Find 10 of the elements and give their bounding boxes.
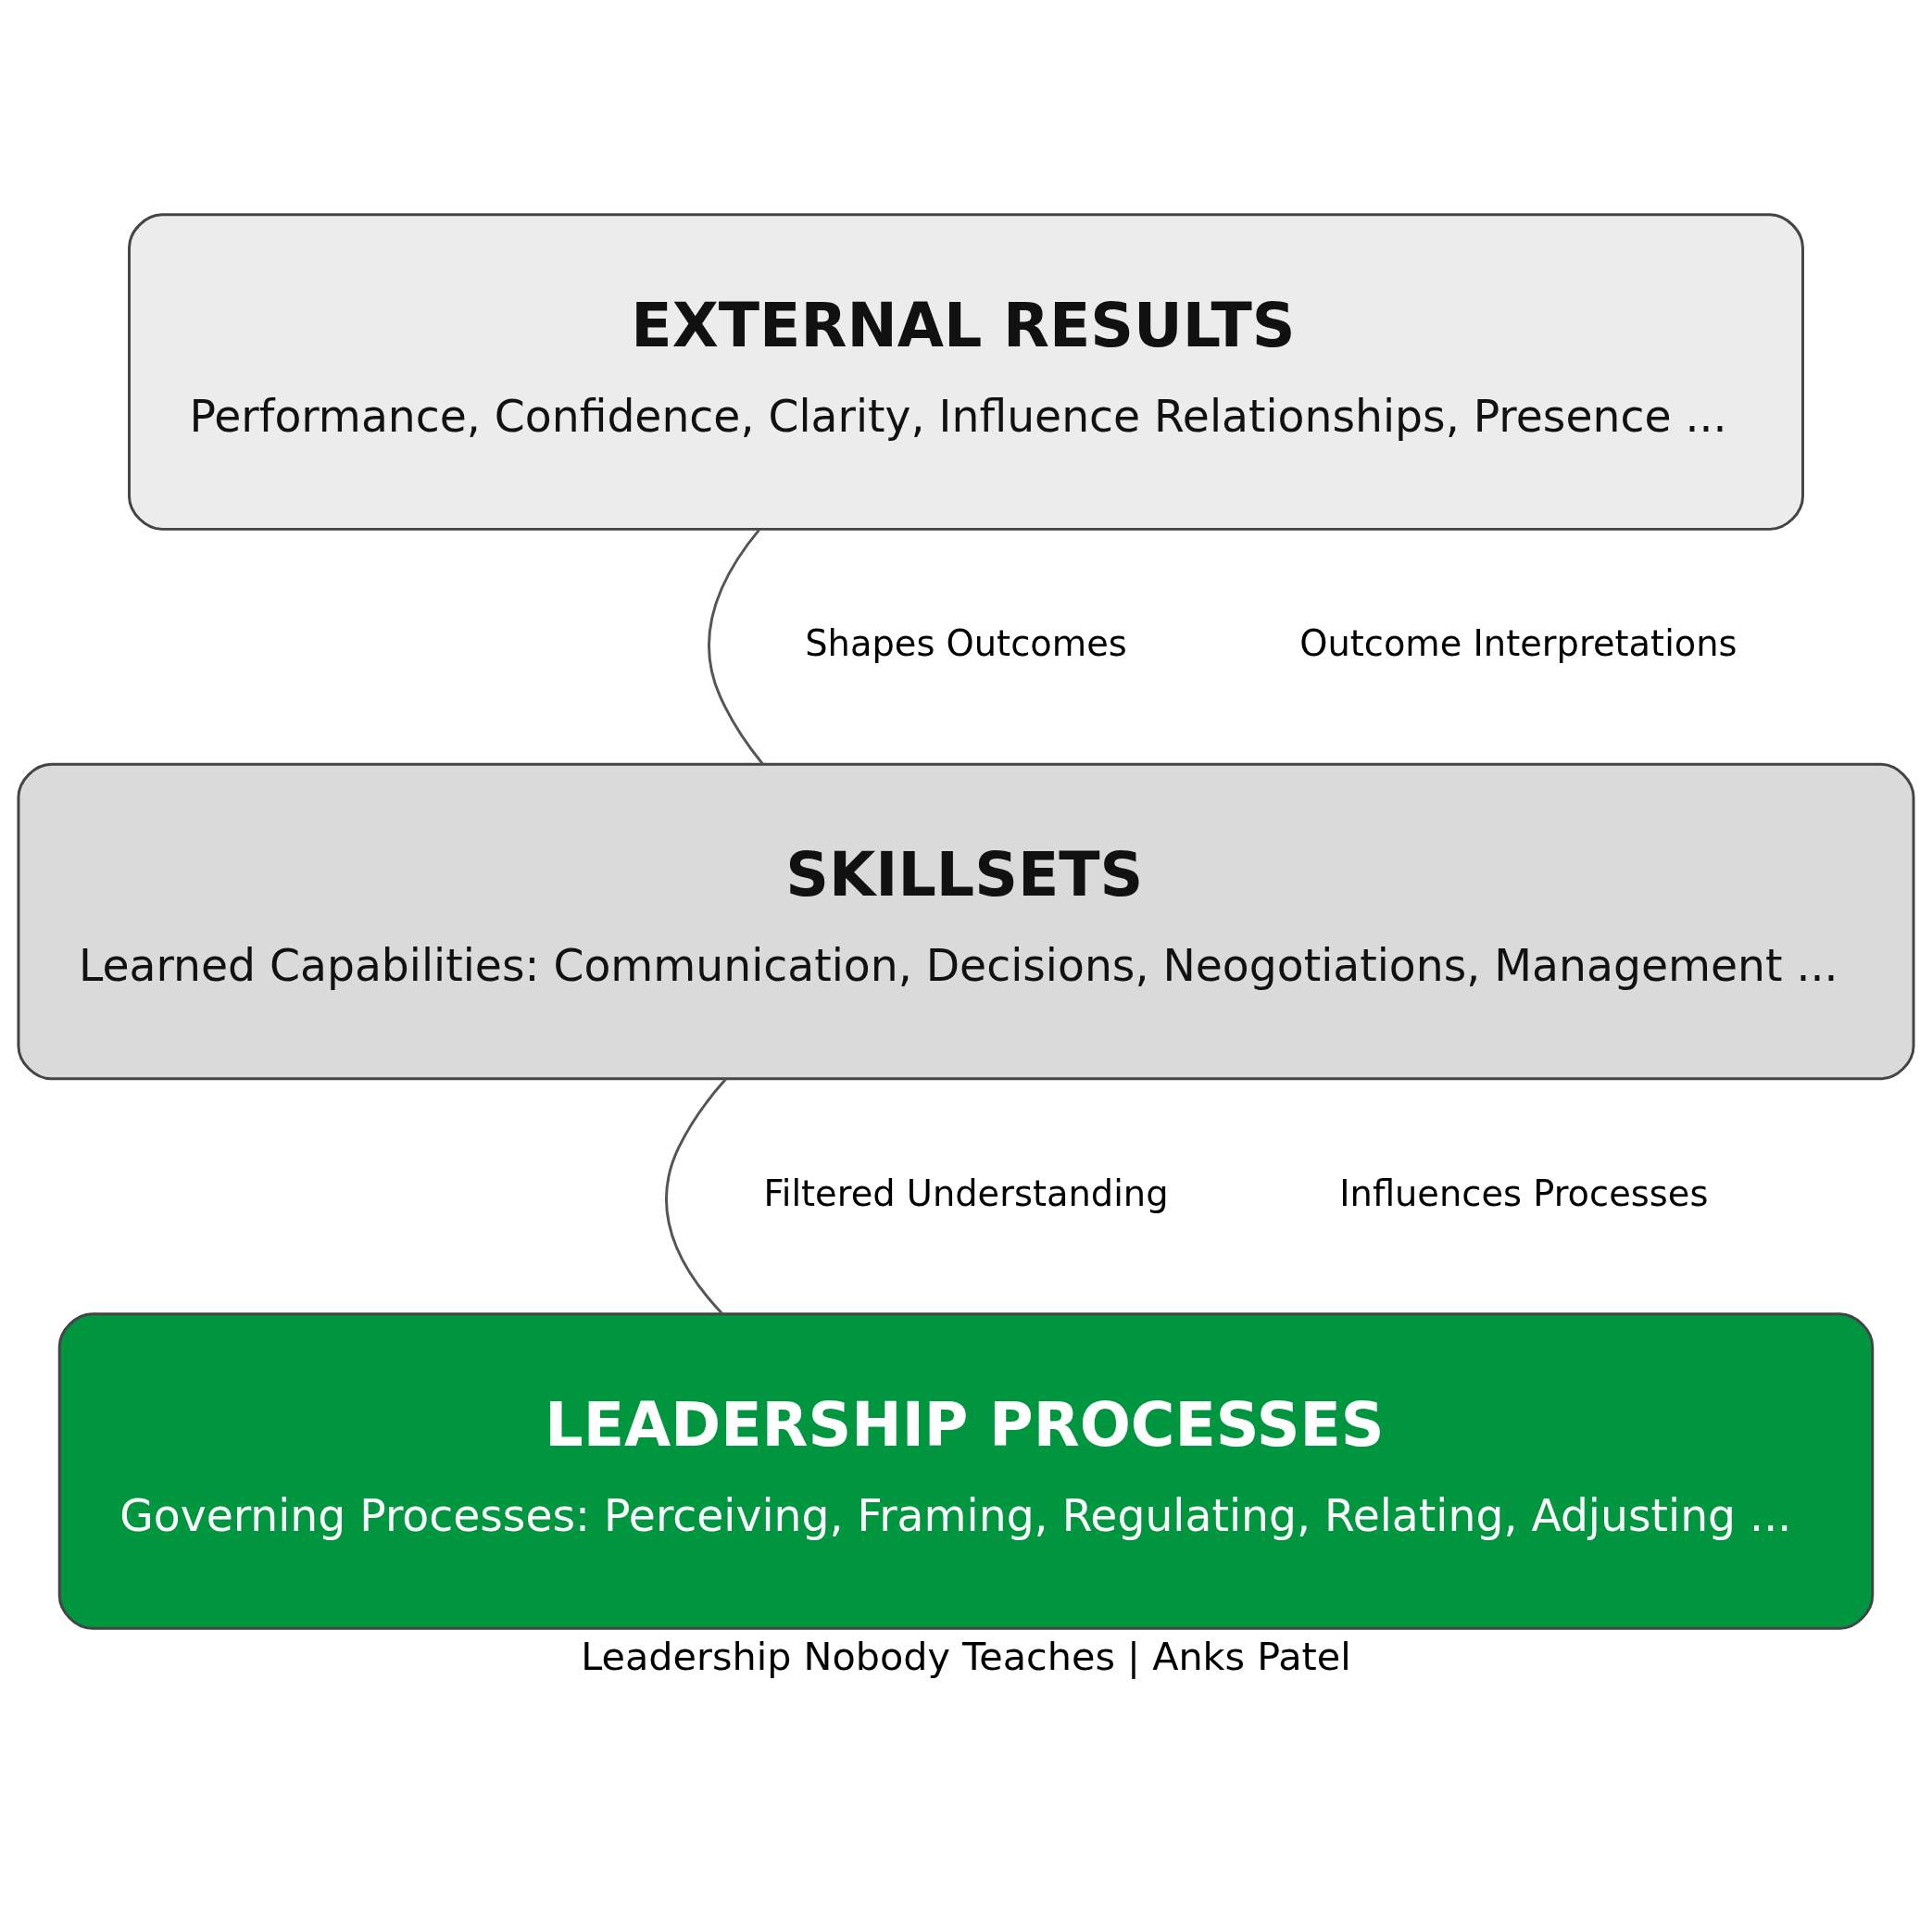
caption: Leadership Nobody Teaches | Anks Patel <box>581 1635 1351 1680</box>
node-box: LEADERSHIP PROCESSES Governing Processes: Perceiving, Framing, Regulating, Relating, Adjusting ... <box>57 1312 1875 1630</box>
label: Filtered Understanding <box>763 1172 1169 1214</box>
label: Influences Processes <box>1339 1172 1709 1214</box>
node-box: SKILLSETS Learned Capabilities: Communication, Decisions, Neogotiations, Management ... <box>17 762 1915 1081</box>
label: Outcome Interpretations <box>1299 622 1738 665</box>
label: Shapes Outcomes <box>805 622 1127 665</box>
node-box: EXTERNAL RESULTS Performance, Confidence, Clarity, Influence Relationships, Presence ... <box>128 213 1804 531</box>
connector <box>665 1078 727 1315</box>
connector <box>708 528 764 765</box>
